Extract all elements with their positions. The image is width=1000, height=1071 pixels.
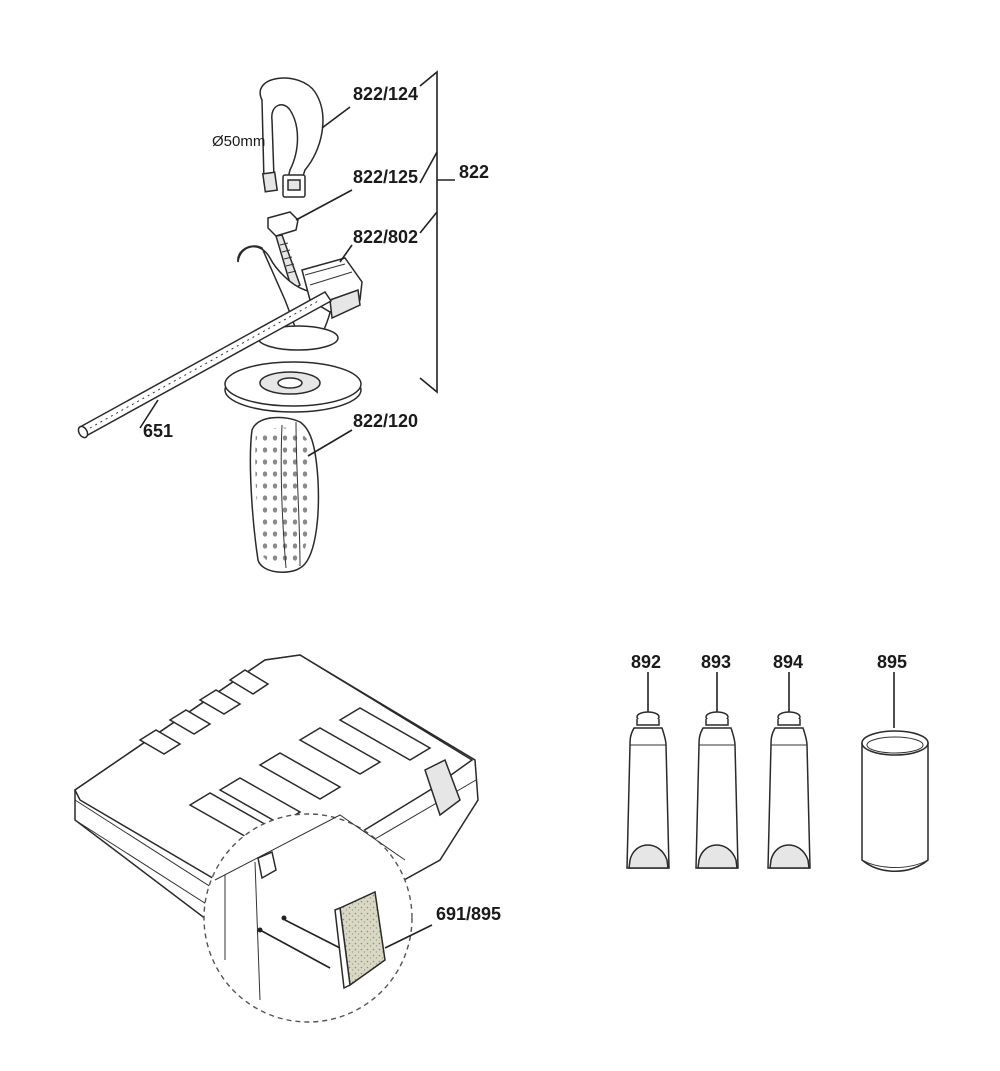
detail-zoom-circle [203,813,433,1023]
clamp-bolt-part [267,211,301,292]
label-822-802: 822/802 [353,227,418,247]
label-691-895: 691/895 [436,904,501,924]
label-892: 892 [631,652,661,672]
depth-stop-holder-part [237,245,363,351]
label-822: 822 [459,162,489,182]
auxiliary-handle-assembly [77,77,363,573]
label-822-124: 822/124 [353,84,418,104]
label-651: 651 [143,421,173,441]
label-822-125: 822/125 [353,167,418,187]
label-893: 893 [701,652,731,672]
grease-tube-892 [626,672,670,869]
label-diameter: Ø50mm [212,133,265,150]
label-822-120: 822/120 [353,411,418,431]
grease-tube-893 [695,672,739,869]
grease-container-895 [861,672,929,872]
leader-lines-top [139,70,455,457]
grease-tube-894 [767,672,811,869]
label-894: 894 [773,652,803,672]
depth-rod-part [77,291,333,439]
handle-part [224,361,362,573]
clamp-band-part [259,77,324,198]
label-895: 895 [877,652,907,672]
